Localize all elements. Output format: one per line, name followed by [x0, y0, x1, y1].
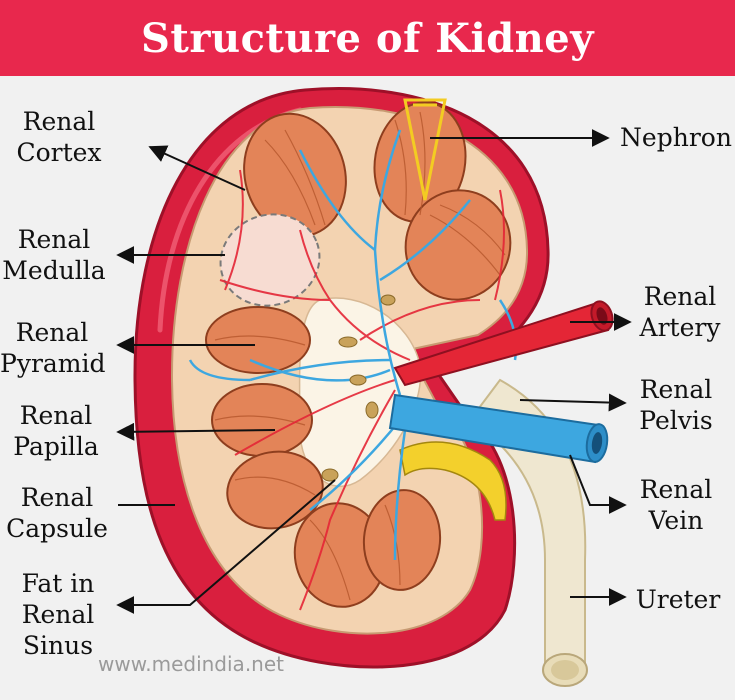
- label-fat-in-renal-sinus: Fat in Renal Sinus: [21, 569, 95, 660]
- label-ureter: Ureter: [635, 585, 721, 614]
- nephron-shape: [403, 98, 447, 201]
- label-renal-capsule: Renal Capsule: [6, 483, 108, 543]
- pyramid-3: [404, 189, 512, 301]
- pyramid-6: [211, 383, 313, 457]
- label-renal-pyramid: Renal Pyramid: [0, 318, 106, 378]
- sinus-fat-shape: [399, 441, 507, 521]
- renal-pyramids: [205, 101, 512, 608]
- pyramid-5: [205, 306, 311, 374]
- pyramid-2: [373, 101, 467, 223]
- watermark: www.medindia.net: [98, 652, 284, 676]
- label-renal-medulla: Renal Medulla: [2, 225, 106, 285]
- title-banner: Structure of Kidney: [0, 0, 735, 76]
- pointer-renal-papilla: [116, 422, 276, 441]
- label-renal-pelvis: Renal Pelvis: [639, 375, 713, 435]
- label-renal-papilla: Renal Papilla: [13, 401, 99, 461]
- pointer-fat-sinus: [116, 479, 336, 614]
- medulla-highlight: [219, 213, 321, 307]
- pointer-renal-cortex: [148, 145, 246, 191]
- label-renal-artery: Renal Artery: [639, 282, 721, 342]
- label-renal-vein: Renal Vein: [639, 475, 713, 535]
- label-nephron: Nephron: [620, 123, 732, 152]
- label-renal-cortex: Renal Cortex: [16, 107, 102, 167]
- pointer-renal-pelvis: [519, 393, 627, 412]
- pyramid-9: [362, 489, 442, 591]
- page-title: Structure of Kidney: [141, 14, 594, 62]
- pyramid-7: [226, 450, 324, 530]
- pointer-renal-vein: [569, 454, 627, 514]
